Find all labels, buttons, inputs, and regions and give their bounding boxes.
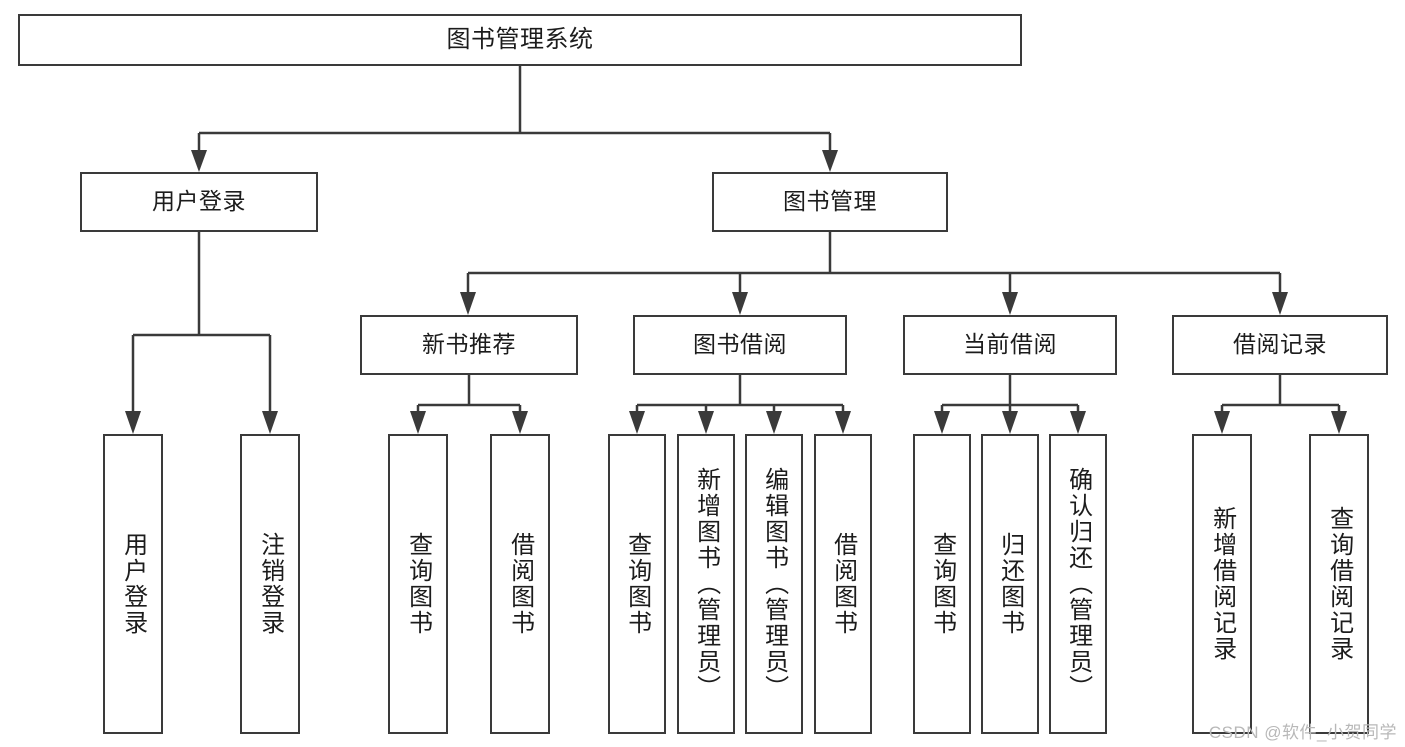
leaf-query-book-current[interactable]: 查询图书 <box>913 434 971 734</box>
node-root-system[interactable]: 图书管理系统 <box>18 14 1022 66</box>
leaf-borrow-book-recommend[interactable]: 借阅图书 <box>490 434 550 734</box>
node-label: 编辑图书（管理员） <box>760 467 788 701</box>
leaf-confirm-return-admin[interactable]: 确认归还（管理员） <box>1049 434 1107 734</box>
node-label: 当前借阅 <box>963 331 1057 358</box>
leaf-edit-book-admin[interactable]: 编辑图书（管理员） <box>745 434 803 734</box>
node-label: 借阅图书 <box>829 532 857 636</box>
node-label: 查询借阅记录 <box>1325 506 1353 662</box>
node-label: 新增图书（管理员） <box>692 467 720 701</box>
leaf-query-borrow-record[interactable]: 查询借阅记录 <box>1309 434 1369 734</box>
node-label: 用户登录 <box>119 532 147 636</box>
node-label: 查询图书 <box>928 532 956 636</box>
leaf-query-book-recommend[interactable]: 查询图书 <box>388 434 448 734</box>
node-label: 注销登录 <box>256 532 284 636</box>
node-label: 借阅记录 <box>1233 331 1327 358</box>
node-book-management[interactable]: 图书管理 <box>712 172 948 232</box>
node-label: 用户登录 <box>152 188 246 215</box>
leaf-borrow-book[interactable]: 借阅图书 <box>814 434 872 734</box>
leaf-return-book[interactable]: 归还图书 <box>981 434 1039 734</box>
node-borrow-records[interactable]: 借阅记录 <box>1172 315 1388 375</box>
node-label: 图书管理系统 <box>446 25 594 53</box>
leaf-add-book-admin[interactable]: 新增图书（管理员） <box>677 434 735 734</box>
node-label: 图书借阅 <box>693 331 787 358</box>
node-new-book-recommend[interactable]: 新书推荐 <box>360 315 578 375</box>
watermark: CSDN @软件_小贺同学 <box>1208 723 1397 742</box>
node-label: 查询图书 <box>404 532 432 636</box>
leaf-query-book-borrow[interactable]: 查询图书 <box>608 434 666 734</box>
node-label: 归还图书 <box>996 532 1024 636</box>
leaf-add-borrow-record[interactable]: 新增借阅记录 <box>1192 434 1252 734</box>
node-book-borrow[interactable]: 图书借阅 <box>633 315 847 375</box>
leaf-user-login[interactable]: 用户登录 <box>103 434 163 734</box>
node-label: 新书推荐 <box>422 331 516 358</box>
node-label: 借阅图书 <box>506 532 534 636</box>
node-label: 新增借阅记录 <box>1208 506 1236 662</box>
node-user-login[interactable]: 用户登录 <box>80 172 318 232</box>
node-label: 查询图书 <box>623 532 651 636</box>
node-current-borrow[interactable]: 当前借阅 <box>903 315 1117 375</box>
node-label: 图书管理 <box>783 188 877 215</box>
node-label: 确认归还（管理员） <box>1064 467 1092 701</box>
leaf-user-logout[interactable]: 注销登录 <box>240 434 300 734</box>
